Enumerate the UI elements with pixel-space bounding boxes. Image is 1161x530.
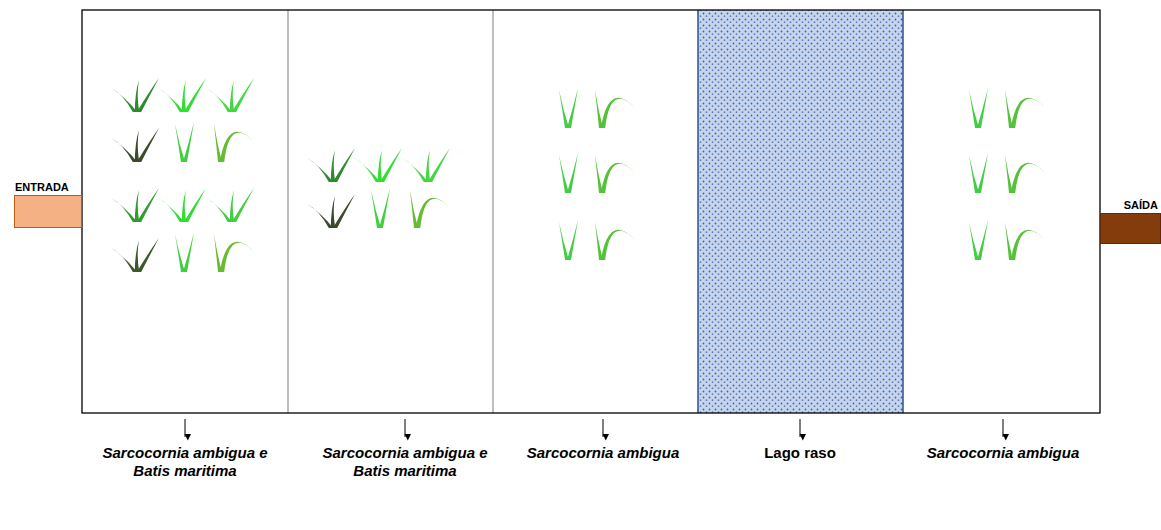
plant-blade xyxy=(567,88,578,128)
plant-blade xyxy=(135,240,139,272)
plant-blade xyxy=(175,234,185,272)
flow-label: ENTRADA xyxy=(15,181,69,193)
plant-blade xyxy=(183,232,194,272)
plant-blade xyxy=(111,198,137,222)
plant-blade xyxy=(969,222,979,260)
plant-blade xyxy=(567,220,578,260)
lake-edge xyxy=(697,10,699,413)
plant-blade xyxy=(595,90,603,128)
plant-blade xyxy=(559,90,569,128)
plant-blade xyxy=(184,188,206,222)
plant-blade xyxy=(184,78,206,112)
plant-blade xyxy=(331,150,335,182)
plant-blade xyxy=(428,148,450,182)
pointer-arrow xyxy=(405,419,406,437)
plant-blade xyxy=(601,98,635,128)
plant-blade xyxy=(307,158,333,182)
plant-blade xyxy=(137,128,159,162)
plant-blade xyxy=(183,122,194,162)
plant-blade xyxy=(111,88,137,112)
plant-blade xyxy=(137,238,159,272)
plant-blade xyxy=(206,88,232,112)
cell-divider xyxy=(288,10,289,413)
zone-label: Sarcocornia ambigua xyxy=(910,444,1096,462)
plant-blade xyxy=(426,150,430,182)
plant-blade xyxy=(220,242,254,272)
plant-blade xyxy=(158,198,184,222)
plant-blade xyxy=(232,78,254,112)
plant-blade xyxy=(182,190,186,222)
plant-blade xyxy=(137,78,159,112)
zone-label: Sarcocornia ambigua e Batis maritima xyxy=(92,444,278,480)
plant-blade xyxy=(230,80,234,112)
zone-label: Lago raso xyxy=(707,444,893,462)
zone-label: Sarcocornia ambigua e Batis maritima xyxy=(312,444,498,480)
plant-blade xyxy=(977,220,988,260)
plant-blade xyxy=(977,88,988,128)
plant-blade xyxy=(135,130,139,162)
plant-blade xyxy=(230,190,234,222)
plant-blade xyxy=(379,188,390,228)
plant-blade xyxy=(158,88,184,112)
pointer-arrows xyxy=(185,419,1003,437)
plant-blade xyxy=(1005,155,1013,193)
plant-blade xyxy=(307,204,333,228)
plant-blade xyxy=(111,138,137,162)
plant-blade xyxy=(1005,222,1013,260)
plant-blade xyxy=(567,153,578,193)
pointer-arrow xyxy=(800,419,801,437)
plant-blade xyxy=(601,230,635,260)
plant-blade xyxy=(559,155,569,193)
plant-blade xyxy=(595,155,603,193)
plant-blade xyxy=(135,80,139,112)
plant-blade xyxy=(232,188,254,222)
plant-blade xyxy=(601,163,635,193)
plant-blade xyxy=(977,153,988,193)
lake-edge xyxy=(902,10,904,413)
plant-blade xyxy=(1011,230,1045,260)
plant-blade xyxy=(137,188,159,222)
wetland-outline xyxy=(82,10,1100,413)
plant-blade xyxy=(175,124,185,162)
plant-blade xyxy=(969,90,979,128)
flow-label: SAÍDA xyxy=(1124,199,1158,211)
plant-blade xyxy=(1005,90,1013,128)
zone-label: Sarcocornia ambigua xyxy=(510,444,696,462)
pointer-arrow xyxy=(185,419,186,437)
plant-blade xyxy=(1011,98,1045,128)
plants xyxy=(111,78,1045,272)
pointer-arrow xyxy=(603,419,604,437)
plant-blade xyxy=(135,190,139,222)
plant-blade xyxy=(214,124,222,162)
plant-blade xyxy=(416,198,450,228)
shallow-lake xyxy=(698,10,903,413)
plant-blade xyxy=(1011,163,1045,193)
plant-blade xyxy=(595,222,603,260)
plant-blade xyxy=(410,190,418,228)
plant-blade xyxy=(969,155,979,193)
plant-blade xyxy=(333,148,355,182)
cell-divider xyxy=(493,10,494,413)
plant-blade xyxy=(206,198,232,222)
plant-blade xyxy=(559,222,569,260)
inlet-pipe: ENTRADA xyxy=(14,195,82,228)
plant-blade xyxy=(111,248,137,272)
plant-blade xyxy=(182,80,186,112)
plant-blade xyxy=(331,196,335,228)
plant-blade xyxy=(214,234,222,272)
plant-blade xyxy=(220,132,254,162)
plant-blade xyxy=(371,190,381,228)
plant-blade xyxy=(380,148,402,182)
plant-blade xyxy=(354,158,380,182)
outlet-pipe: SAÍDA xyxy=(1100,213,1161,244)
plant-blade xyxy=(402,158,428,182)
pointer-arrow xyxy=(1003,419,1004,437)
plant-blade xyxy=(333,194,355,228)
plant-blade xyxy=(378,150,382,182)
